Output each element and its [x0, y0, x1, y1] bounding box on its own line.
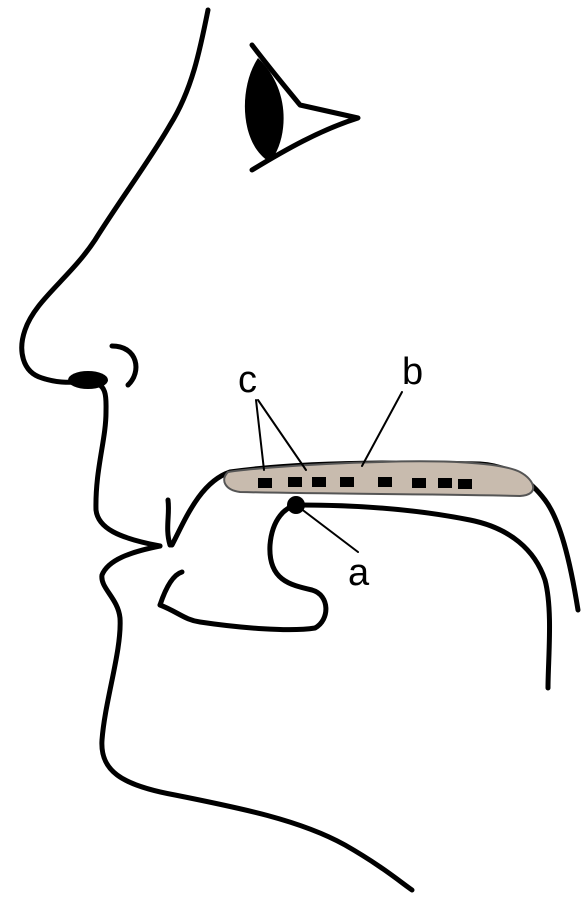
- label-c: c: [238, 359, 257, 401]
- nostril: [68, 371, 108, 389]
- nose-ala: [112, 346, 136, 385]
- electrode: [340, 477, 354, 487]
- leader-c-2: [258, 400, 306, 470]
- electrode: [288, 477, 302, 487]
- electrode: [412, 478, 426, 488]
- electrode: [458, 479, 472, 489]
- face-profile-upper: [22, 10, 208, 546]
- label-a: a: [348, 552, 370, 594]
- tongue: [160, 505, 550, 688]
- lower-teeth-edge: [160, 572, 182, 605]
- electrode: [378, 477, 392, 487]
- leader-a: [300, 508, 358, 552]
- electrode: [438, 478, 452, 488]
- point-a-marker: [287, 496, 305, 514]
- electrode: [258, 478, 272, 488]
- eye-pupil: [245, 58, 284, 162]
- face-profile-lower: [102, 546, 412, 890]
- leader-c-1: [256, 400, 264, 470]
- label-b: b: [402, 351, 423, 393]
- electrode: [312, 477, 326, 487]
- leader-b: [362, 392, 402, 466]
- upper-teeth-edge: [168, 500, 170, 545]
